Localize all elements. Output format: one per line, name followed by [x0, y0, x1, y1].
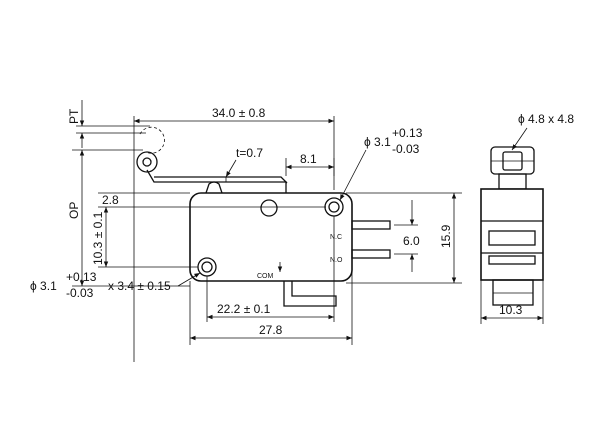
switch-body	[189, 192, 353, 282]
pitch-6-0-label: 6.0	[403, 234, 420, 248]
lever-arm	[146, 169, 287, 193]
hole-tol-minus: -0.03	[392, 142, 420, 156]
slot-diameter-label: ϕ 3.1	[30, 279, 57, 293]
terminal-nc-label: N.C	[330, 234, 342, 241]
front-view: N.C N.O COM PT OP 34.0 ± 0.8 t=0.7 8.1 2…	[30, 100, 462, 362]
terminal-no	[351, 249, 391, 259]
offset-8-1-label: 8.1	[300, 152, 317, 166]
slot-tol-minus: -0.03	[66, 286, 94, 300]
terminal-no-label: N.O	[330, 257, 343, 264]
height-15-9-label: 15.9	[439, 224, 453, 248]
length-top-label: 34.0 ± 0.8	[212, 106, 266, 120]
roller-size-label: ϕ 4.8 x 4.8	[518, 112, 574, 126]
side-terminal	[492, 279, 534, 306]
side-view: ϕ 4.8 x 4.8 10.3	[480, 112, 574, 324]
lever-thickness-label: t=0.7	[236, 146, 263, 160]
slot-length-label: x 3.4 ± 0.15	[108, 279, 171, 293]
hole-diameter-label: ϕ 3.1	[364, 135, 391, 149]
op-label: OP	[67, 202, 81, 219]
body-length-label: 27.8	[259, 323, 283, 337]
height-10-3-label: 10.3 ± 0.1	[91, 211, 105, 265]
pt-label: PT	[67, 108, 81, 124]
center-hole	[260, 199, 278, 217]
side-width-label: 10.3	[499, 303, 523, 317]
plunger	[205, 181, 223, 194]
terminal-nc	[351, 220, 391, 230]
offset-2-8-label: 2.8	[102, 193, 119, 207]
roller-free-position	[139, 126, 165, 154]
slot-tol-plus: +0.13	[66, 270, 97, 284]
hole-tol-plus: +0.13	[392, 126, 423, 140]
hole-spacing-label: 22.2 ± 0.1	[217, 302, 271, 316]
roller	[136, 151, 158, 173]
side-body	[480, 188, 544, 281]
terminal-com-label: COM	[257, 273, 274, 280]
terminal-com	[283, 281, 337, 307]
